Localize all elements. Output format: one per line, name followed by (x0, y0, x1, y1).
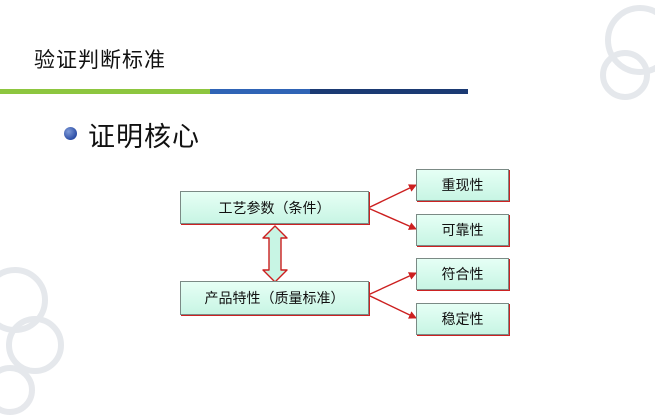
double-arrow (262, 225, 288, 283)
bullet-icon (64, 127, 77, 140)
target-box-stability: 稳定性 (416, 303, 509, 335)
bullet-heading: 证明核心 (88, 122, 200, 153)
target-box-reliability: 可靠性 (416, 214, 509, 246)
arrow-to-conformity (367, 272, 417, 296)
target-box-reproducibility: 重现性 (416, 169, 509, 201)
title-bar-blue (210, 89, 310, 94)
target-box-conformity: 符合性 (416, 258, 509, 290)
arrow-to-reliability (367, 207, 417, 230)
arrow-to-stability (367, 294, 417, 319)
source-box-process-parameters: 工艺参数（条件） (180, 191, 369, 224)
slide-title: 验证判断标准 (34, 48, 166, 72)
title-bar-navy (310, 89, 468, 94)
source-box-product-characteristics: 产品特性（质量标准） (180, 281, 369, 315)
arrow-to-reproducibility (367, 184, 417, 209)
title-bar-green (0, 89, 210, 94)
